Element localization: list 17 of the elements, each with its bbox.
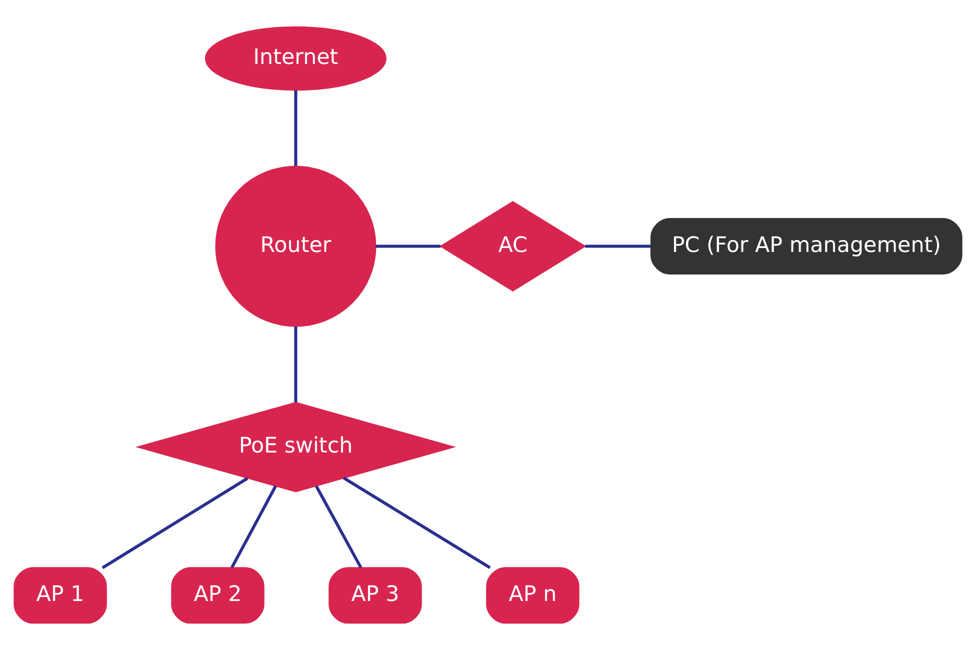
connector <box>102 477 248 570</box>
node-diamond: PoE switch <box>135 402 456 492</box>
node-circle: Router <box>215 166 376 327</box>
node-box: PC (For AP management) <box>650 218 962 275</box>
connector <box>294 90 298 166</box>
node-ellipse: Internet <box>204 26 387 91</box>
node-box: AP n <box>486 567 580 624</box>
connector <box>230 485 277 568</box>
node-box: AP 2 <box>171 567 264 624</box>
node-diamond: AC <box>440 201 586 292</box>
connector <box>294 326 298 402</box>
node-box: AP 3 <box>328 567 422 624</box>
connector <box>314 485 362 568</box>
connector <box>376 244 441 248</box>
connector <box>342 476 491 569</box>
connector <box>585 244 651 248</box>
node-box: AP 1 <box>14 567 107 624</box>
